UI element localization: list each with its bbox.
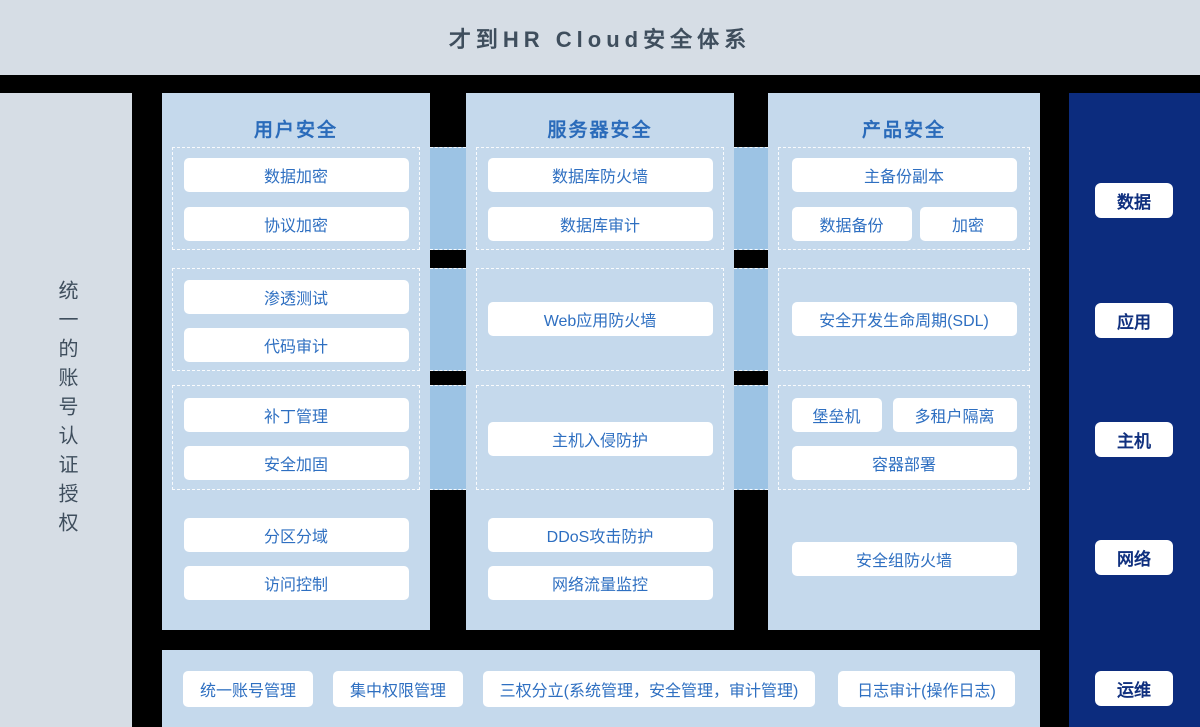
feature-box: 多租户隔离 [892, 398, 1017, 432]
feature-box: 网络流量监控 [487, 566, 713, 600]
left-sidebar-label: 统一的账号认证授权 [55, 279, 77, 541]
feature-box: 补丁管理 [183, 398, 409, 432]
bottom-bar: 统一账号管理集中权限管理三权分立(系统管理，安全管理，审计管理) 日志审计(操作日… [162, 650, 1040, 727]
feature-box: 堡垒机 [791, 398, 882, 432]
feature-box: 数据库审计 [487, 207, 713, 241]
bottom-feature-box: 集中权限管理 [333, 671, 463, 707]
layer-label: 网络 [1095, 540, 1173, 575]
feature-box: DDoS攻击防护 [487, 518, 713, 552]
column-title: 用户安全 [253, 120, 338, 141]
column-connector [734, 385, 768, 490]
column-connector [430, 385, 466, 490]
feature-box: 容器部署 [791, 446, 1017, 480]
feature-box: 安全加固 [183, 446, 409, 480]
column-title: 服务器安全 [547, 120, 653, 141]
feature-box: 访问控制 [183, 566, 409, 600]
feature-box: 数据备份 [791, 207, 912, 241]
column-connector [430, 268, 466, 371]
dashed-group-row-C [476, 385, 724, 490]
feature-box: 加密 [919, 207, 1017, 241]
column-connector [734, 147, 768, 250]
feature-box: 安全开发生命周期(SDL) [791, 302, 1017, 336]
feature-box: 主机入侵防护 [487, 422, 713, 456]
dashed-group-row-B [778, 268, 1030, 371]
bottom-feature-box: 三权分立(系统管理，安全管理，审计管理) [483, 671, 815, 707]
feature-box: 协议加密 [183, 207, 409, 241]
dashed-group-row-C [778, 385, 1030, 490]
page-header: 才到HR Cloud安全体系 [0, 0, 1200, 75]
page-title: 才到HR Cloud安全体系 [448, 26, 752, 52]
column-connector [430, 147, 466, 250]
layer-label: 应用 [1095, 303, 1173, 338]
layer-label: 运维 [1095, 671, 1173, 706]
dashed-group-row-A [172, 147, 420, 250]
dashed-group-row-C [172, 385, 420, 490]
column-title: 产品安全 [861, 120, 946, 141]
feature-box: Web应用防火墙 [487, 302, 713, 336]
column-connector [734, 268, 768, 371]
feature-box: 安全组防火墙 [791, 542, 1017, 576]
dashed-group-row-A [476, 147, 724, 250]
feature-box: 数据库防火墙 [487, 158, 713, 192]
dashed-group-row-A [778, 147, 1030, 250]
feature-box: 代码审计 [183, 328, 409, 362]
bottom-feature-box: 统一账号管理 [183, 671, 313, 707]
layer-label: 主机 [1095, 422, 1173, 457]
feature-box: 分区分域 [183, 518, 409, 552]
feature-box: 主备份副本 [791, 158, 1017, 192]
dashed-group-row-B [172, 268, 420, 371]
left-sidebar: 统一的账号认证授权 [0, 93, 132, 727]
right-sidebar: 数据应用主机网络运维 [1069, 93, 1200, 727]
layer-label: 数据 [1095, 183, 1173, 218]
dashed-group-row-B [476, 268, 724, 371]
feature-box: 数据加密 [183, 158, 409, 192]
bottom-feature-box: 日志审计(操作日志) [838, 671, 1015, 707]
feature-box: 渗透测试 [183, 280, 409, 314]
